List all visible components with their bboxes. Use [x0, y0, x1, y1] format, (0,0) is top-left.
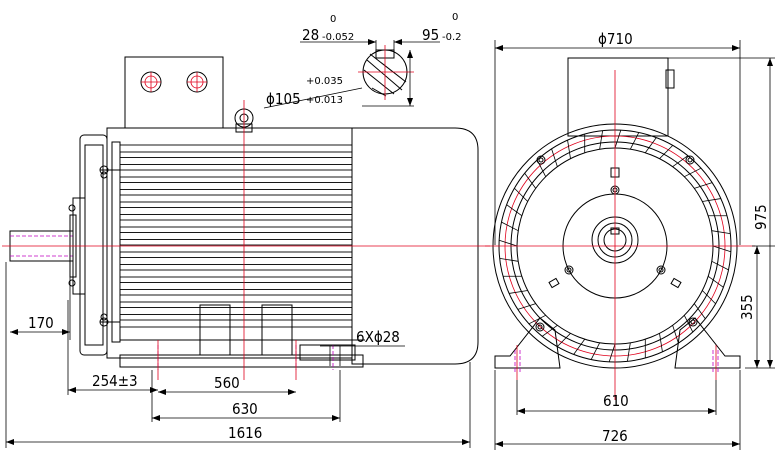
radial-fin — [659, 333, 663, 352]
radial-fin — [707, 275, 724, 288]
cooling-fin — [119, 144, 353, 153]
radial-fin — [693, 303, 706, 320]
side-view — [2, 56, 490, 380]
cooling-fin — [119, 307, 353, 315]
shaft-dia-label: ϕ105 — [266, 90, 301, 108]
bolt-circles — [535, 155, 698, 332]
radial-fin — [573, 338, 586, 355]
shaft-height-label: 95 — [422, 26, 439, 44]
radial-fin — [509, 290, 528, 294]
cooling-fin — [119, 282, 353, 290]
cooling-fin — [119, 294, 353, 303]
shaft-height-tol-upper: 0 — [452, 12, 458, 23]
foot-base — [119, 354, 364, 368]
radial-fin — [499, 258, 519, 262]
radial-fin — [608, 343, 616, 362]
shaft-dia-tol-upper: +0.035 — [306, 76, 343, 87]
radial-fin — [672, 325, 679, 344]
radial-fin — [712, 245, 731, 253]
cooling-fin — [119, 269, 353, 278]
radial-fin — [501, 221, 519, 232]
radial-fin — [614, 130, 622, 149]
radial-fin — [694, 182, 713, 189]
radial-fin — [506, 204, 523, 217]
radial-fin — [528, 314, 546, 325]
radial-fin — [556, 333, 571, 347]
shaft-dia-tol-lower: +0.013 — [306, 95, 343, 106]
shaft-height-tol-lower: -0.2 — [442, 32, 462, 43]
foot-hole-width-label: 610 — [603, 392, 629, 410]
key-width-tol-upper: 0 — [330, 14, 336, 25]
foot-hole-offset-label: 254±3 — [92, 372, 138, 390]
shaft-extension-label: 170 — [28, 314, 54, 332]
cooling-fin — [119, 232, 353, 240]
radial-fin — [499, 239, 518, 247]
radial-fin — [702, 290, 716, 305]
base-width-label: 726 — [602, 427, 628, 445]
radial-fin — [590, 342, 601, 360]
radial-fin — [517, 303, 536, 310]
key-width-tol-lower: -0.052 — [322, 32, 354, 43]
radial-fin — [524, 172, 537, 189]
end-shield-bolts — [68, 165, 120, 327]
fan-cover — [351, 127, 479, 365]
radial-fin — [711, 230, 731, 234]
radial-fin — [541, 324, 558, 337]
shaft-key-section — [358, 40, 440, 107]
radial-fin — [644, 137, 657, 154]
mount-holes-label: 6Xϕ28 — [356, 328, 400, 346]
radial-fin — [702, 198, 721, 202]
radial-fin — [599, 130, 603, 150]
overall-length-label: 1616 — [228, 424, 262, 442]
overall-height-label: 975 — [752, 204, 770, 230]
key-width-label: 28 — [302, 26, 319, 44]
cooling-fin — [119, 182, 353, 190]
radial-fin — [627, 342, 631, 362]
center-height-label: 355 — [738, 294, 756, 320]
radial-fin — [711, 260, 729, 271]
front-view — [485, 57, 755, 400]
cooling-fin — [119, 219, 353, 228]
cooling-fin — [119, 257, 353, 265]
dimension-labels: 28 0 -0.052 95 0 -0.2 ϕ105 +0.035 +0.013… — [28, 12, 770, 445]
cooling-fins — [119, 144, 353, 328]
radial-fin — [629, 132, 640, 150]
radial-fin — [672, 155, 689, 168]
cooling-fin — [119, 169, 353, 178]
radial-fin — [514, 187, 528, 202]
radial-fin — [551, 148, 558, 167]
dimension-lines — [5, 39, 775, 450]
front-feet — [494, 317, 561, 369]
foot-length-label: 630 — [232, 400, 258, 418]
frame-dia-label: ϕ710 — [598, 30, 633, 48]
radial-fin — [684, 167, 702, 178]
cooling-fin — [119, 319, 353, 328]
cooling-fin — [119, 194, 353, 203]
cooling-fin — [119, 157, 353, 165]
cooling-fin — [119, 207, 353, 215]
radial-fin — [536, 159, 547, 177]
terminal-box — [124, 56, 224, 129]
foot-hole-spacing-label: 560 — [214, 374, 240, 392]
radial-fins — [499, 130, 731, 362]
radial-fin — [659, 145, 674, 159]
radial-fin — [567, 140, 571, 159]
